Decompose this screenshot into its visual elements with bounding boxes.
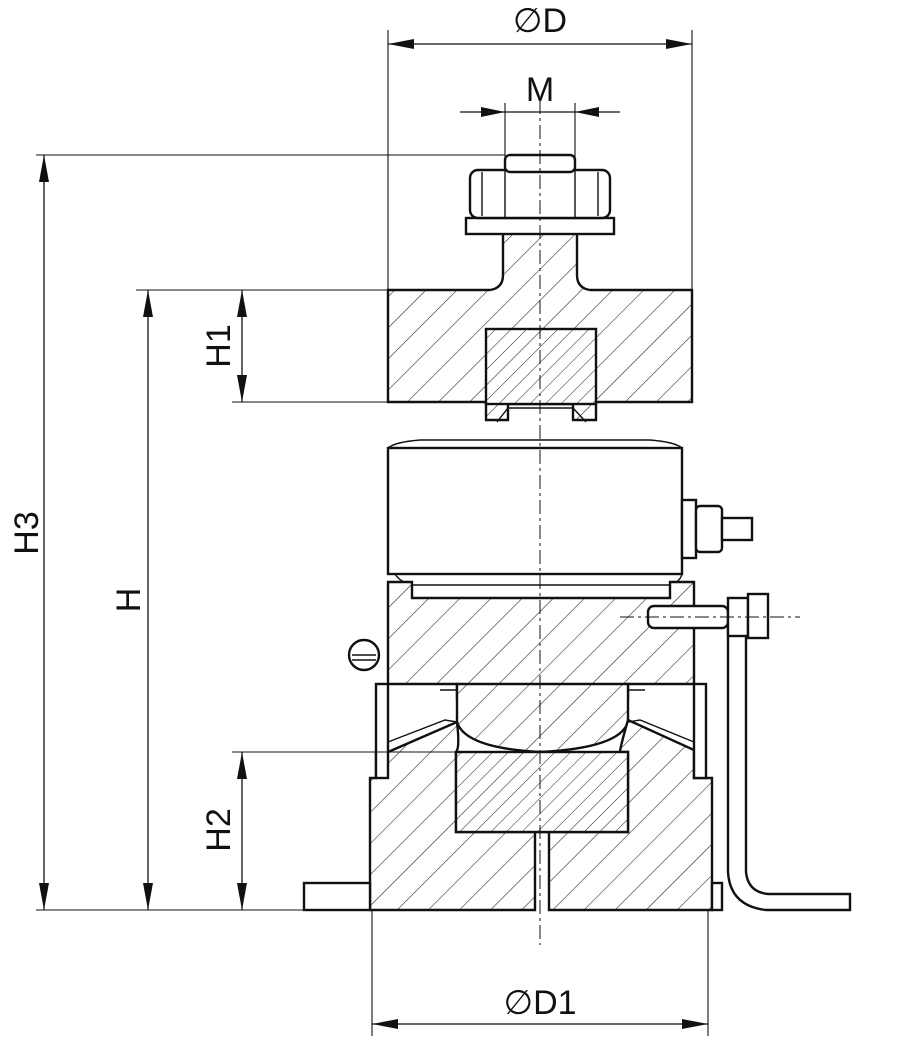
load-cell-body [386, 439, 754, 586]
label-H1: H1 [200, 324, 238, 367]
label-H: H [110, 588, 148, 613]
label-H2: H2 [200, 808, 238, 851]
dimension-D1: ∅D1 [371, 910, 709, 1036]
dimension-H1: H1 [200, 290, 388, 403]
label-D: ∅D [513, 2, 567, 40]
label-M: M [526, 71, 554, 109]
label-D1: ∅D1 [503, 984, 576, 1022]
label-H3: H3 [8, 511, 46, 554]
dimension-D: ∅D [387, 2, 693, 290]
base-housing [302, 580, 724, 912]
bottom-insert [454, 750, 630, 834]
top-insert [484, 327, 598, 406]
dimension-H3: H3 [8, 154, 505, 911]
dimension-H: H [110, 289, 388, 910]
dimension-H2: H2 [200, 751, 456, 910]
anti-lift-bracket [620, 592, 852, 912]
